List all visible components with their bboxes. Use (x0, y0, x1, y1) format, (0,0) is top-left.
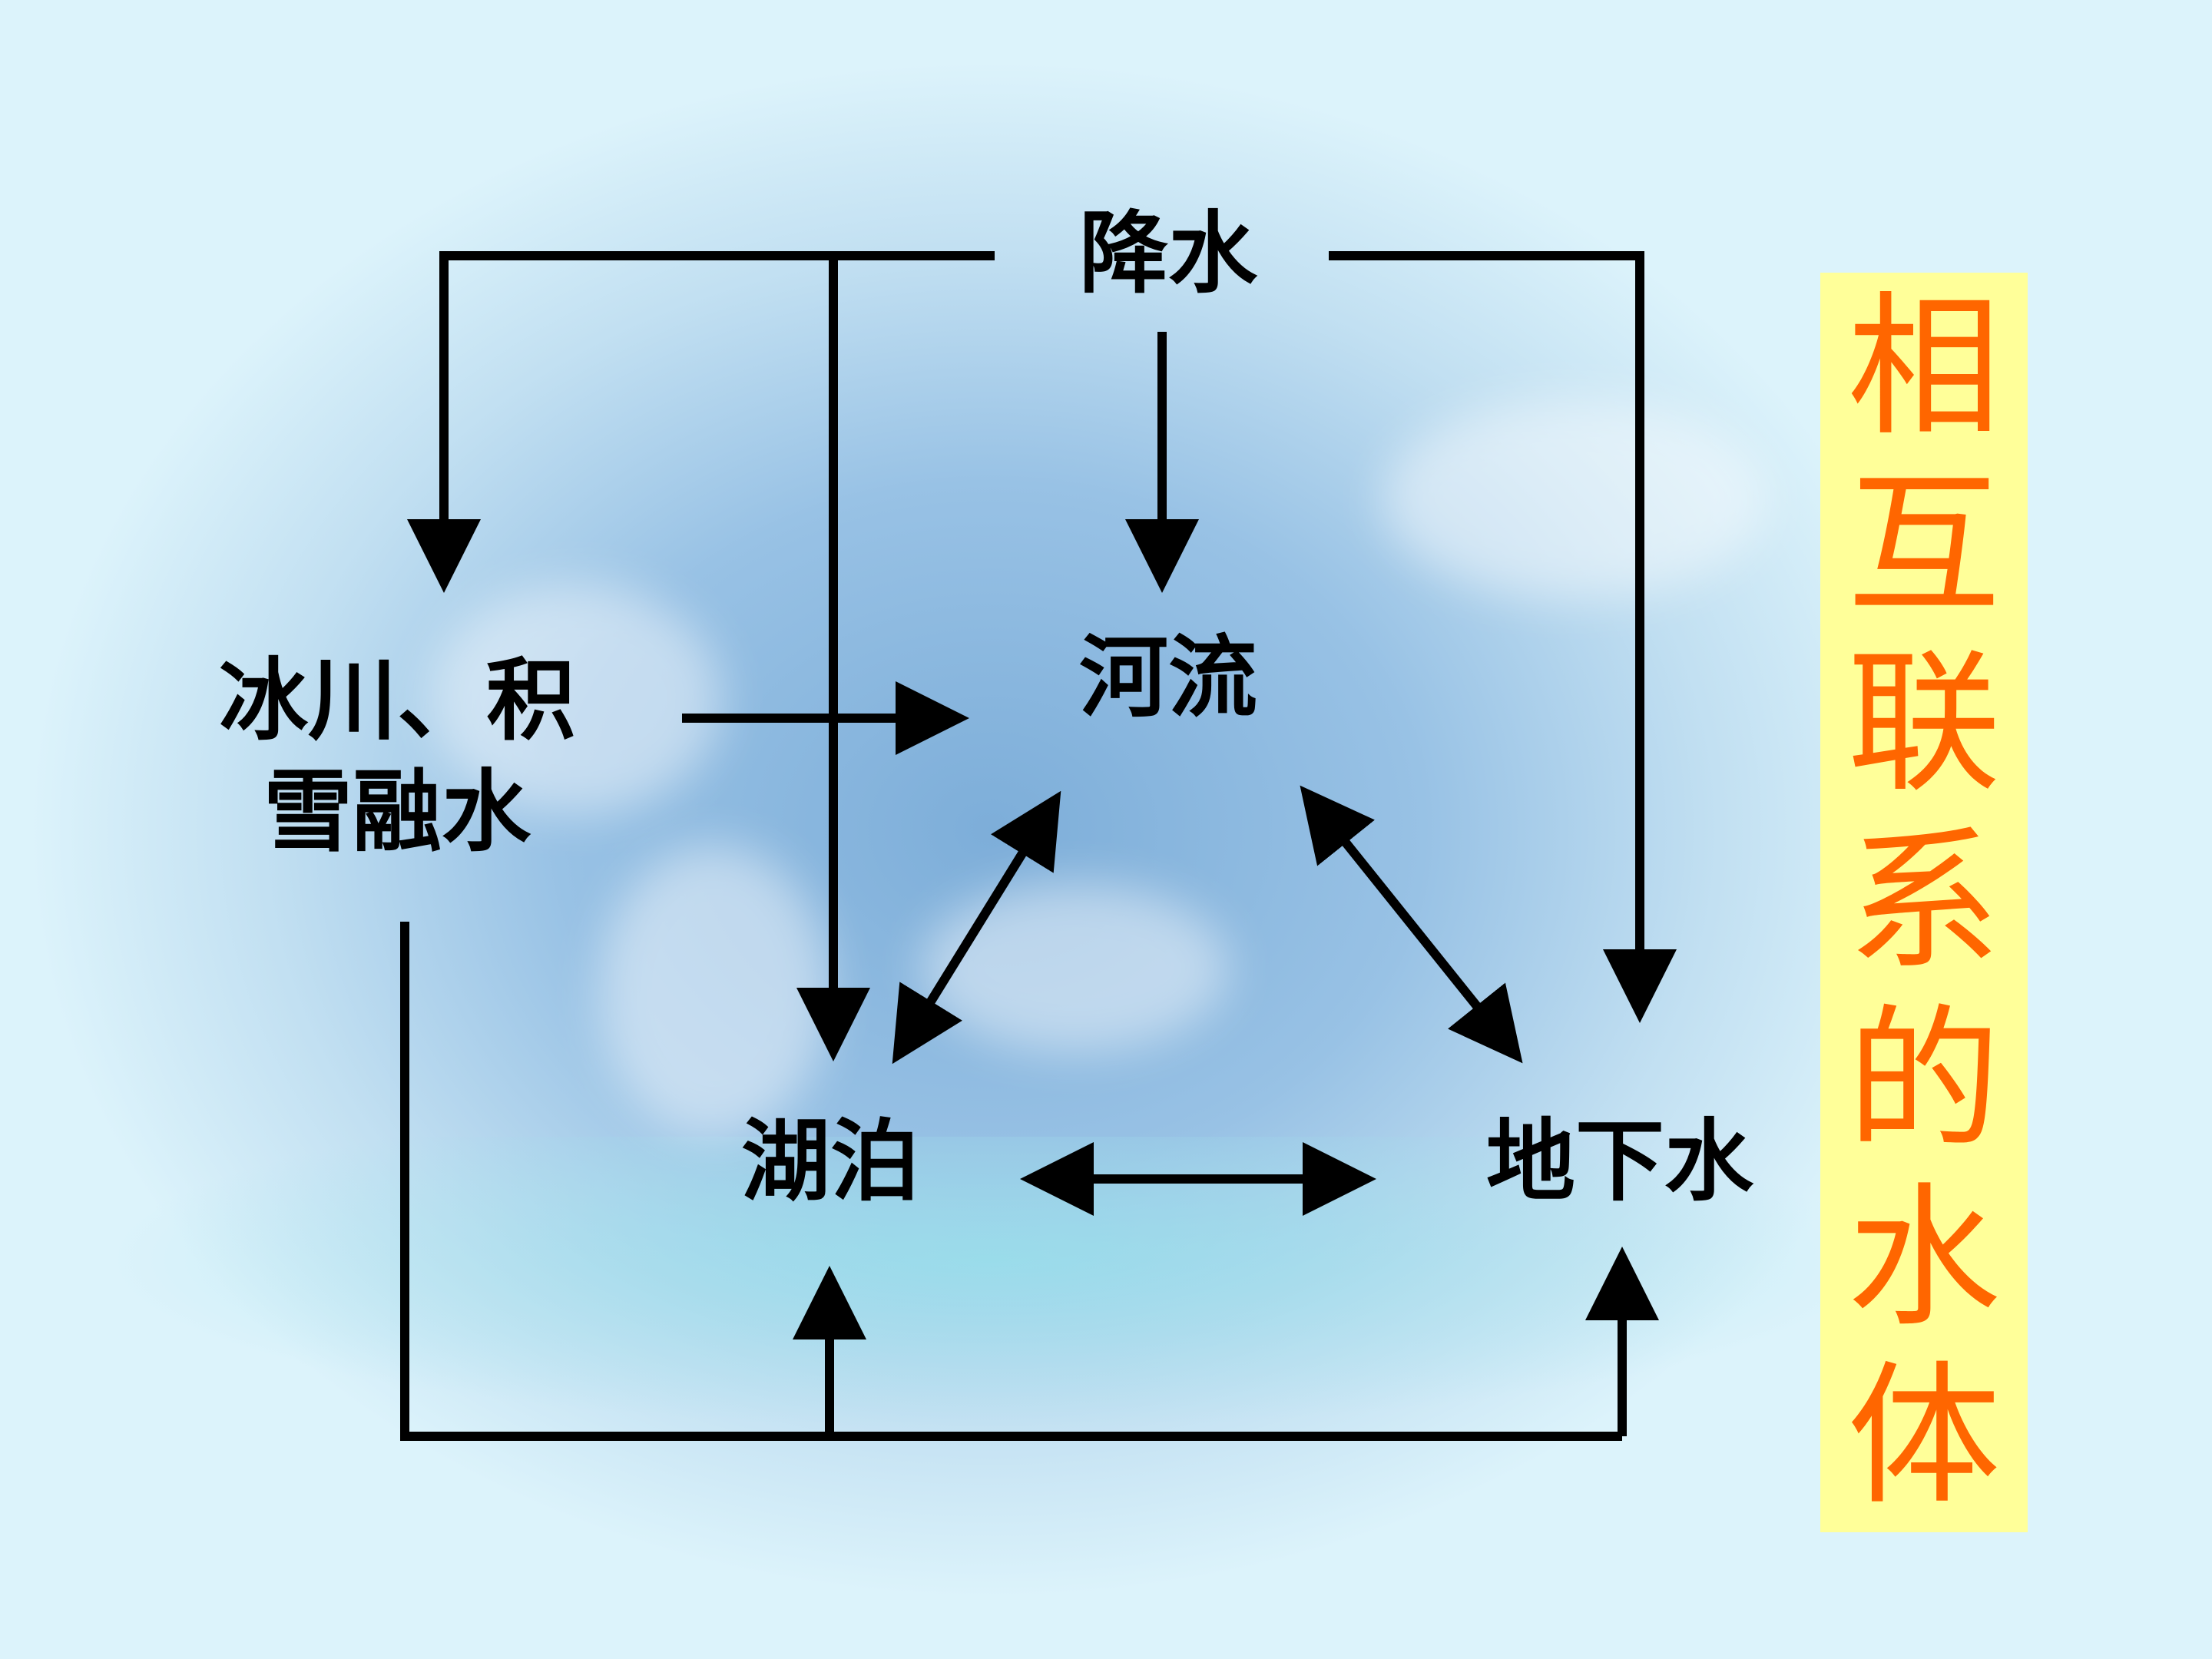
node-lake: 湖泊 (741, 1110, 919, 1214)
title-panel: 相互联系的水体 (1820, 273, 2028, 1532)
node-groundwater: 地下水 (1486, 1110, 1753, 1214)
arrow-precip-to-groundwater (1329, 251, 1677, 1023)
arrow-precip-to-glacier (407, 251, 995, 593)
cloud (430, 584, 722, 814)
node-glacier-meltwater: 冰川、积 雪融水 (219, 645, 575, 868)
node-glacier-line-2: 雪融水 (263, 760, 531, 864)
line-glacier-bottom (400, 922, 1622, 1441)
cloud (599, 845, 830, 1137)
cloud (1382, 399, 1767, 599)
node-river: 河流 (1079, 626, 1257, 730)
node-precipitation: 降水 (1079, 202, 1257, 306)
node-glacier-line-1: 冰川、积 (219, 649, 575, 753)
arrow-river-groundwater (1300, 785, 1523, 1064)
vertical-title: 相互联系的水体 (1846, 278, 2001, 1526)
arrow-river-lake (892, 790, 1061, 1065)
